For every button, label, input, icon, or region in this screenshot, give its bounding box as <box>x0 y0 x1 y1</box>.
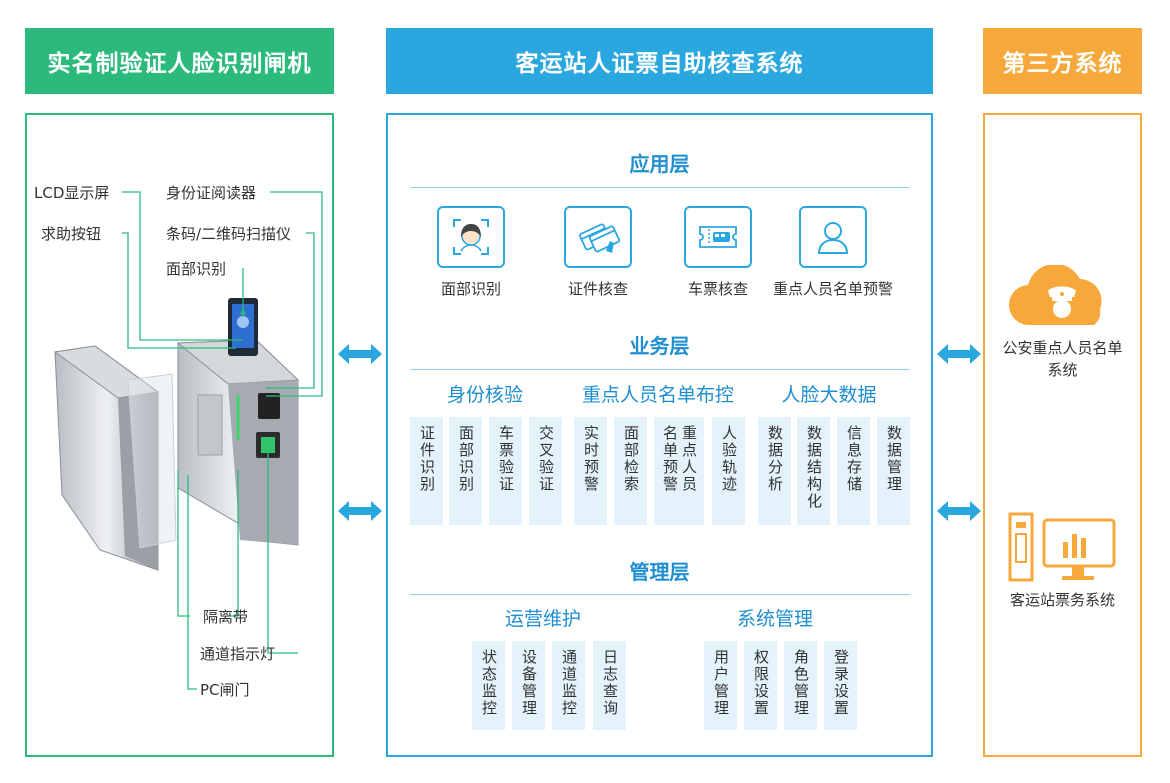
app-face: 面部识别 <box>406 206 536 299</box>
system-header: 客运站人证票自助核查系统 <box>386 28 933 94</box>
business-cell: 车票验证 <box>489 417 522 525</box>
label-help-button: 求助按钮 <box>41 225 102 243</box>
third-party-label: 公安重点人员名单系统 <box>1002 339 1123 379</box>
app-label: 车票核查 <box>687 280 748 298</box>
business-cell: 名单预警重点人员 <box>654 417 704 525</box>
management-cell: 状态监控 <box>472 641 505 730</box>
business-cell: 实时预警 <box>574 417 607 525</box>
third-party-panel <box>983 113 1142 757</box>
business-layer-title: 业务层 <box>629 334 690 358</box>
double-arrow-icon <box>338 344 382 364</box>
label-indicator: 通道指示灯 <box>200 645 276 663</box>
id-card-icon <box>579 223 620 253</box>
management-cell: 权限设置 <box>744 641 777 730</box>
face-terminal <box>228 298 258 356</box>
third-party-header: 第三方系统 <box>983 28 1142 94</box>
label-pc-gate: PC闸门 <box>200 681 250 699</box>
business-cell: 数据分析 <box>758 417 791 525</box>
divider <box>410 369 910 370</box>
label-isolation: 隔离带 <box>203 608 249 626</box>
group-title: 人脸大数据 <box>781 384 877 406</box>
management-cell: 登录设置 <box>824 641 857 730</box>
business-cell: 证件识别 <box>410 417 443 525</box>
double-arrow-icon <box>937 344 981 364</box>
business-cell: 面部检索 <box>614 417 647 525</box>
system-panel: 应用层 面部识别 证件核查 <box>386 113 933 757</box>
label-scanner: 条码/二维码扫描仪 <box>166 225 292 243</box>
app-id-check: 证件核查 <box>533 206 663 299</box>
business-cell: 面部识别 <box>449 417 482 525</box>
business-cell: 交叉验证 <box>529 417 562 525</box>
management-cell: 角色管理 <box>784 641 817 730</box>
management-cell: 日志查询 <box>593 641 626 730</box>
third-party-label: 客运站票务系统 <box>1009 591 1115 609</box>
label-lcd: LCD显示屏 <box>34 184 110 202</box>
gate-illustration <box>53 191 323 690</box>
glass-flap <box>127 373 177 549</box>
management-layer-title: 管理层 <box>629 560 690 584</box>
divider <box>410 594 910 595</box>
gate-panel <box>25 113 334 757</box>
group-title: 重点人员名单布控 <box>581 384 734 406</box>
double-arrow-icon <box>338 501 382 521</box>
app-layer-title: 应用层 <box>629 152 690 176</box>
business-cell: 信息存储 <box>837 417 870 525</box>
business-cell: 数据管理 <box>877 417 910 525</box>
business-cell: 数据结构化 <box>797 417 830 525</box>
face-icon <box>453 219 489 255</box>
person-icon <box>817 222 849 254</box>
gate-header: 实名制验证人脸识别闸机 <box>25 28 334 94</box>
management-cell: 设备管理 <box>512 641 545 730</box>
label-face: 面部识别 <box>166 260 227 278</box>
group-title: 运营维护 <box>504 608 581 630</box>
business-cell: 人验轨迹 <box>712 417 745 525</box>
label-id-reader: 身份证阅读器 <box>166 184 257 202</box>
ticket-icon <box>699 226 737 248</box>
management-cell: 用户管理 <box>704 641 737 730</box>
app-ticket-check: 车票核查 <box>653 206 783 299</box>
app-label: 重点人员名单预警 <box>772 280 893 298</box>
police-cloud-icon <box>1008 265 1102 326</box>
app-label: 证件核查 <box>567 280 628 298</box>
double-arrow-icon <box>937 501 981 521</box>
app-label: 面部识别 <box>440 280 501 298</box>
app-watchlist-alert: 重点人员名单预警 <box>768 206 898 299</box>
management-cell: 通道监控 <box>552 641 585 730</box>
ticket-system-icon <box>1008 512 1116 582</box>
group-title: 系统管理 <box>736 608 813 630</box>
divider <box>410 187 910 188</box>
group-title: 身份核验 <box>446 384 523 406</box>
